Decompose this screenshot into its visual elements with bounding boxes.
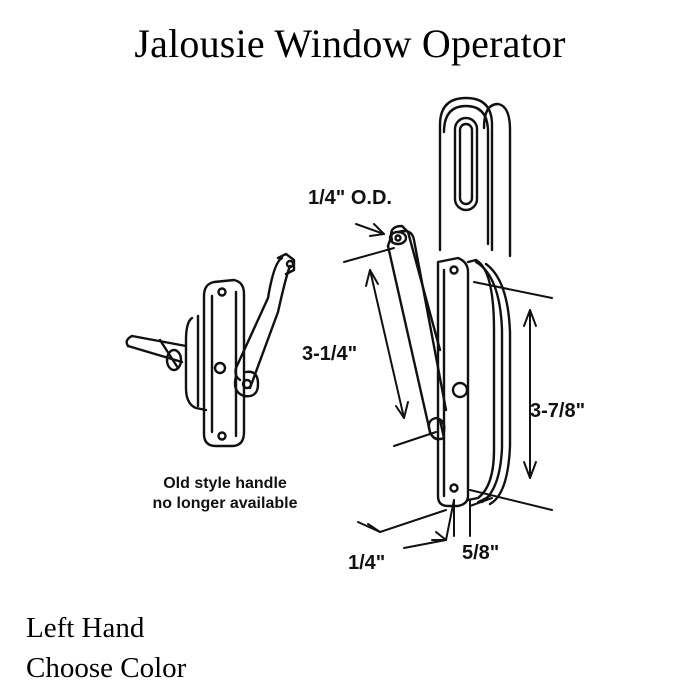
bottom-width-label: 1/4" (348, 552, 386, 574)
old-style-note-line2: no longer available (152, 495, 298, 512)
hand-option: Left Hand (26, 612, 145, 644)
color-option: Choose Color (26, 652, 187, 684)
old-style-note: Old style handle no longer available (110, 474, 340, 514)
page-title: Jalousie Window Operator (134, 21, 566, 66)
housing-length-label: 3-7/8" (530, 400, 586, 422)
old-style-note-line1: Old style handle (163, 475, 287, 492)
arm-length-label: 3-1/4" (302, 343, 358, 365)
bottom-depth-label: 5/8" (462, 542, 500, 564)
dimension-lines (343, 223, 553, 549)
new-operator-illustration (386, 96, 512, 508)
old-style-operator-illustration (125, 252, 296, 448)
stud-diameter-label: 1/4" O.D. (308, 187, 392, 209)
